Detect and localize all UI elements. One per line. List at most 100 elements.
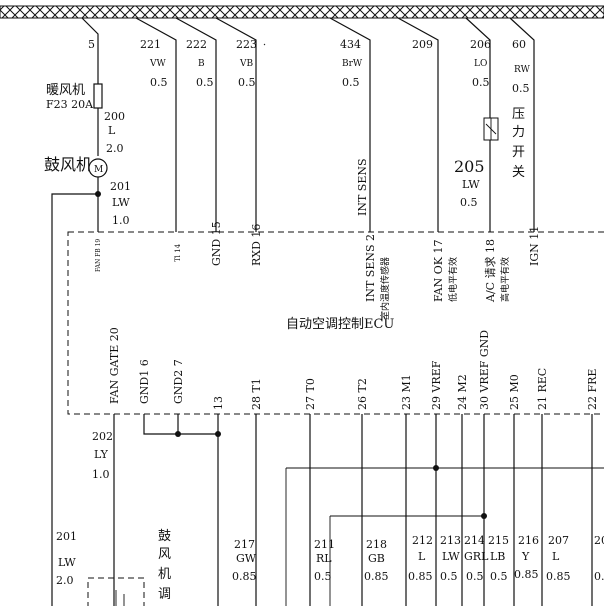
pin-int-sens-2: INT SENS 2 <box>364 234 377 302</box>
junction-dot-vref-gnd <box>481 513 487 519</box>
wire-215-color: LB <box>490 550 505 563</box>
pin-t2-26: 26 T2 <box>356 378 369 410</box>
wire-215-size: 0.5 <box>490 570 508 583</box>
wire-221-size: 0.5 <box>150 76 168 89</box>
heater-label: 暖风机 <box>46 83 85 98</box>
pin-m2-24: 24 M2 <box>456 374 469 410</box>
wire-201b-color: LW <box>58 556 76 569</box>
fuse-symbol <box>93 83 103 109</box>
blower-ctrl-char-1: 鼓 <box>158 529 171 544</box>
wire-202-size: 1.0 <box>92 468 110 481</box>
pin-rec-21: 21 REC <box>536 368 549 410</box>
wire-216-color: Y <box>521 550 530 563</box>
wire-218-color: GB <box>368 552 385 565</box>
wire-212-color: L <box>418 550 426 563</box>
wire-218-size: 0.85 <box>364 570 389 583</box>
pin-ac-18: A/C 请求 18 <box>484 239 497 303</box>
wire-5-num: 5 <box>88 38 95 51</box>
wire-60-color: RW <box>514 65 531 75</box>
pin-fre-22: 22 FRE <box>586 369 599 410</box>
wire-201-num: 201 <box>110 180 131 193</box>
wire-217-color: GW <box>236 552 257 565</box>
pressure-switch-char-1: 压 <box>512 107 525 122</box>
junction-dot-13 <box>215 431 221 437</box>
blower-ctrl-char-2: 风 <box>158 547 171 562</box>
wire-211-num: 211 <box>314 538 335 551</box>
wire-200-num: 200 <box>104 110 125 123</box>
blower-ctrl-char-4: 调 <box>158 587 171 602</box>
junction-dot-vref <box>433 465 439 471</box>
wire-207-size: 0.85 <box>546 570 571 583</box>
pin-t1-28: 28 T1 <box>250 378 263 410</box>
blower-controller-box <box>87 577 145 606</box>
wire-20x-num: 20 <box>594 534 604 547</box>
wire-213-color: LW <box>442 550 460 563</box>
wire-214-size: 0.5 <box>466 570 484 583</box>
wire-218-num: 218 <box>366 538 387 551</box>
pin-ign-11: IGN 11 <box>528 226 541 266</box>
pin-fan-gate-20: FAN GATE 20 <box>108 327 121 404</box>
wire-221-color: VW <box>149 59 166 69</box>
wire-222-color: B <box>198 59 205 69</box>
pin-gnd-15: GND 15 <box>210 221 223 266</box>
pin-vref-gnd-30: 30 VREF GND <box>478 330 491 410</box>
wire-206-num: 206 <box>470 38 491 51</box>
wire-205-color: LW <box>462 178 480 191</box>
int-sens-label: INT SENS <box>356 158 369 216</box>
wire-214-num: 214 <box>464 534 485 547</box>
pin-ac-18-note: 高电平有效 <box>499 257 511 302</box>
wire-202-num: 202 <box>92 430 113 443</box>
wire-223-size: 0.5 <box>238 76 256 89</box>
motor-symbol-letter: M <box>94 165 103 175</box>
wire-200-size: 2.0 <box>106 142 124 155</box>
wire-214-color: GRL <box>464 550 489 563</box>
wire-223-color: VB <box>239 59 253 69</box>
wire-222-num: 222 <box>186 38 207 51</box>
wire-211-size: 0.5 <box>314 570 332 583</box>
wire-212-size: 0.85 <box>408 570 433 583</box>
wire-217-num: 217 <box>234 538 255 551</box>
wire-205-num: 205 <box>454 157 485 176</box>
wire-201-size: 1.0 <box>112 214 130 227</box>
wire-212-num: 212 <box>412 534 433 547</box>
wire-200-color: L <box>108 124 116 137</box>
pin-fan-fb-19: FAN FB 19 <box>95 239 102 272</box>
wire-215-num: 215 <box>488 534 509 547</box>
pin-m0-25: 25 M0 <box>508 374 521 410</box>
wire-213-size: 0.5 <box>440 570 458 583</box>
wire-216-num: 216 <box>518 534 539 547</box>
wire-205-size: 0.5 <box>460 196 478 209</box>
pin-gnd1-6: GND1 6 <box>138 359 151 404</box>
wire-201-color: LW <box>112 196 130 209</box>
pin-int-sens-2-note: 室内温度传感器 <box>379 257 391 320</box>
pin-gnd2-7: GND2 7 <box>172 359 185 404</box>
top-wire-connectors <box>81 17 535 232</box>
top-border-hatch <box>0 5 604 19</box>
pin-rxd-16: RXD 16 <box>250 224 263 266</box>
pin-fan-ok-17: FAN OK 17 <box>432 240 445 302</box>
wire-213-num: 213 <box>440 534 461 547</box>
wire-434-size: 0.5 <box>342 76 360 89</box>
bottom-wires <box>113 414 604 606</box>
wire-201b-size: 2.0 <box>56 574 74 587</box>
pin-13: 13 <box>212 396 225 410</box>
pin-vref-29: 29 VREF <box>430 360 443 410</box>
junction-dot-gnd2 <box>175 431 181 437</box>
pressure-switch-char-2: 力 <box>512 125 525 140</box>
pressure-switch-char-3: 开 <box>512 145 525 160</box>
wire-211-color: RL <box>316 552 332 565</box>
wire-216-size: 0.85 <box>514 568 539 581</box>
wire-434-color: BrW <box>342 59 363 69</box>
wire-60-num: 60 <box>512 38 526 51</box>
pin-fan-ok-17-note: 低电平有效 <box>447 257 459 302</box>
wire-209-num: 209 <box>412 38 433 51</box>
wire-201b-num: 201 <box>56 530 77 543</box>
wire-206-color: LO <box>474 59 487 69</box>
blower-ctrl-char-3: 机 <box>158 567 171 582</box>
wire-202-color: LY <box>94 448 109 461</box>
wire-206-size: 0.5 <box>472 76 490 89</box>
wire-223-num: 223 <box>236 38 257 51</box>
pin-m1-23: 23 M1 <box>400 374 413 410</box>
pin-tl-14: Tl 14 <box>174 243 182 262</box>
